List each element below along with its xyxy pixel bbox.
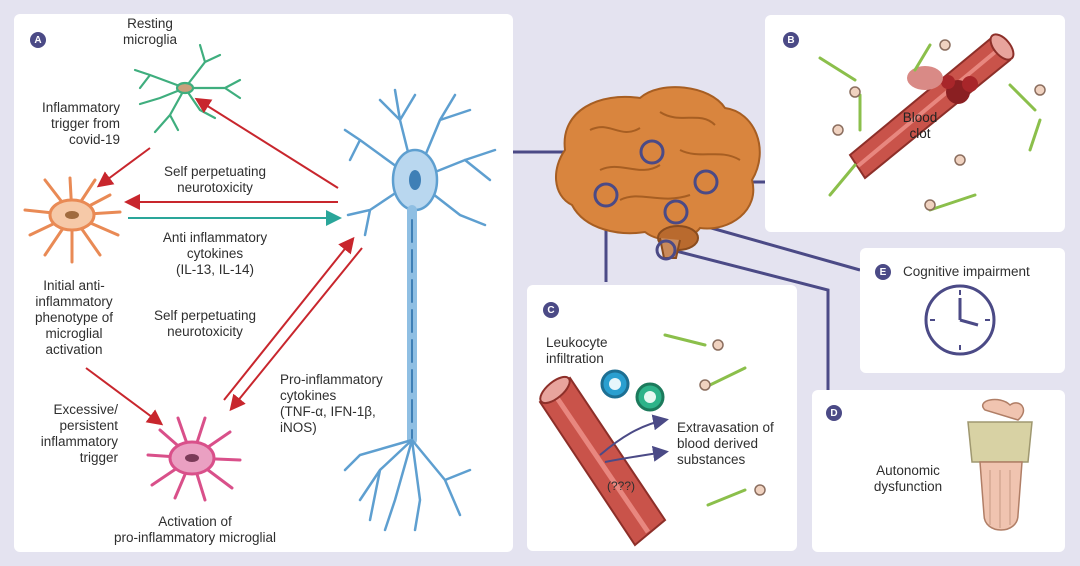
activation-label: Activation of pro-inflammatory microglia… bbox=[113, 514, 277, 545]
anti-inflammatory-cytokines-label: Anti inflammatory cytokines (IL-13, IL-1… bbox=[162, 230, 268, 277]
blood-clot-label: Blood clot bbox=[902, 110, 938, 141]
autonomic-dysfunction-label: Autonomic dysfunction bbox=[873, 463, 943, 494]
microglia-cluster-c bbox=[663, 333, 747, 507]
pro-inflammatory-cytokines-label: Pro-inflammatory cytokines (TNF-α, IFN-1… bbox=[280, 372, 383, 435]
extravasation-label: Extravasation of blood derived substance… bbox=[677, 420, 774, 467]
blood-vessel-c-icon bbox=[538, 375, 667, 547]
leukocyte-infiltration-label: Leukocyte infiltration bbox=[546, 335, 608, 366]
resting-microglia-icon bbox=[133, 43, 242, 134]
inflammatory-trigger-label: Inflammatory trigger from covid-19 bbox=[41, 100, 120, 147]
panel-c-badge: C bbox=[543, 302, 559, 318]
resting-microglia-label: Resting microglia bbox=[122, 16, 177, 47]
panel-e-badge: E bbox=[875, 264, 891, 280]
clock-icon bbox=[924, 284, 996, 356]
excessive-trigger-label: Excessive/ persistent inflammatory trigg… bbox=[40, 402, 118, 465]
blood-clot-icon bbox=[907, 66, 978, 104]
microglia-cluster-b bbox=[818, 43, 1042, 212]
pro-inflammatory-microglia-icon bbox=[146, 416, 242, 502]
panel-d-autonomic bbox=[812, 390, 1065, 552]
panel-a-badge: A bbox=[30, 32, 46, 48]
panel-b-badge: B bbox=[783, 32, 799, 48]
anti-inflammatory-microglia-icon bbox=[23, 176, 122, 264]
self-perpetuating-label-1: Self perpetuating neurotoxicity bbox=[163, 164, 267, 195]
cognitive-impairment-label: Cognitive impairment bbox=[903, 264, 1030, 279]
blood-vessel-icon bbox=[848, 33, 1015, 180]
initial-anti-inflammatory-label: Initial anti- inflammatory phenotype of … bbox=[34, 278, 114, 357]
unknown-mechanism-label: (???) bbox=[607, 479, 636, 493]
brain-icon bbox=[554, 86, 761, 259]
panel-d-badge: D bbox=[826, 405, 842, 421]
brainstem-icon bbox=[967, 398, 1033, 531]
self-perpetuating-label-2: Self perpetuating neurotoxicity bbox=[153, 308, 257, 339]
neuron-icon bbox=[343, 88, 497, 532]
